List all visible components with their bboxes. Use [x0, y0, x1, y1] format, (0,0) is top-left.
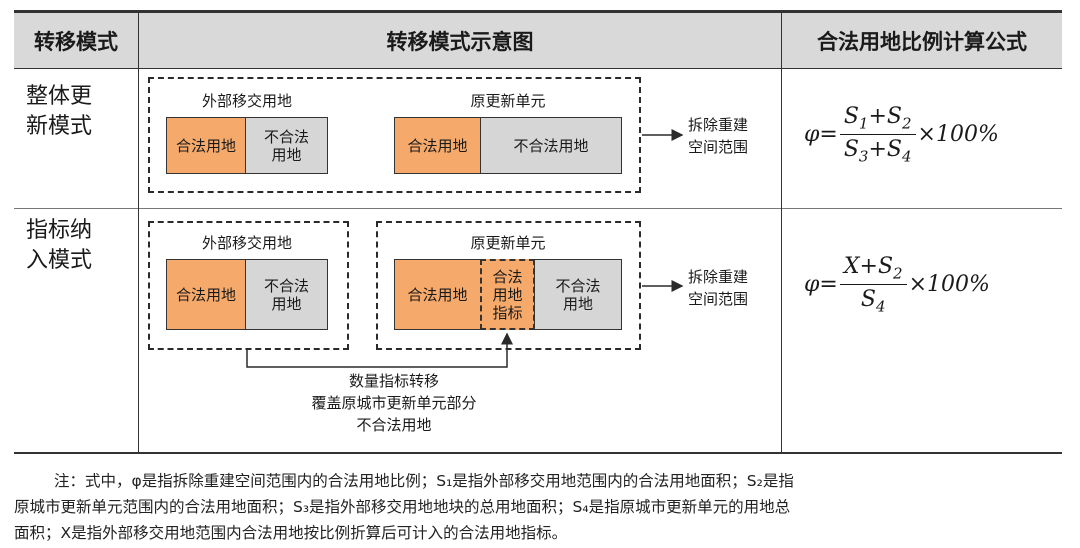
- row2-left-legal-box: 合法用地: [166, 259, 246, 330]
- row2-left-illegal-box: 不合法用地: [245, 259, 328, 330]
- footnote-line1: 注：式中，φ是指拆除重建空间范围内的合法用地比例；S₁是指外部移交用地范围内的合…: [54, 472, 794, 490]
- row1-left-legal-box: 合法用地: [166, 117, 246, 174]
- row2-right-illegal-box: 不合法用地: [534, 259, 622, 330]
- row1-left-illegal-box: 不合法用地: [245, 117, 328, 174]
- row2-mode: 指标纳 入模式: [26, 216, 126, 276]
- row2-transfer-note: 数量指标转移 覆盖原城市更新单元部分 不合法用地: [311, 372, 477, 434]
- header-mode: 转移模式: [34, 30, 118, 54]
- top-rule: [14, 10, 1062, 13]
- diagram-arrows: [246, 129, 684, 368]
- row-divider: [14, 208, 1062, 209]
- footnote-line2: 原城市更新单元范围内的合法用地面积；S₃是指外部移交用地地块的总用地面积；S₄是…: [14, 498, 791, 516]
- row2-mode-line2: 入模式: [26, 248, 93, 273]
- row2-formula: φ= X+S2 S4 ×100%: [804, 254, 990, 316]
- header-background: [14, 13, 1062, 68]
- footnote-line3: 面积；X是指外部移交用地范围内合法用地按比例折算后可计入的合法用地指标。: [14, 524, 568, 542]
- row2-right-legal-box: 合法用地: [394, 259, 481, 330]
- transfer-mode-table: 转移模式 转移模式示意图 合法用地比例计算公式 整体更 新模式 外部移交用地 合…: [14, 10, 1062, 454]
- header-formula: 合法用地比例计算公式: [817, 30, 1027, 54]
- bottom-rule: [14, 452, 1062, 454]
- row2-legal-index-box: 合法用地指标: [480, 259, 535, 330]
- row2-transfer-arrow: [246, 332, 513, 368]
- row2-right-dashed-frame: [376, 221, 641, 350]
- row1-right-illegal-box: 不合法用地: [480, 117, 622, 174]
- row2-left-dashed-frame: [148, 221, 349, 350]
- row1-right-legal-box: 合法用地: [394, 117, 481, 174]
- header-diagram: 转移模式示意图: [386, 30, 534, 54]
- row1-dashed-frame: [148, 77, 641, 193]
- row1-mode-line1: 整体更: [26, 84, 93, 109]
- col-divider-1: [138, 13, 139, 453]
- row1-left-group-label: 外部移交用地: [201, 92, 292, 110]
- row2-left-group-label: 外部移交用地: [201, 234, 292, 252]
- row1-formula: φ= S1+S2 S3+S4 ×100%: [804, 104, 999, 166]
- row1-mode-line2: 新模式: [26, 114, 93, 139]
- row2-result-label: 拆除重建空间范围: [688, 268, 749, 308]
- col-divider-2: [781, 13, 782, 453]
- header-rule: [14, 68, 1062, 69]
- row1-result-label: 拆除重建空间范围: [688, 116, 749, 156]
- row2-mode-line1: 指标纳: [26, 218, 93, 243]
- row1-right-group-label: 原更新单元: [470, 92, 546, 110]
- footnote: 注：式中，φ是指拆除重建空间范围内的合法用地比例；S₁是指外部移交用地范围内的合…: [14, 468, 1064, 546]
- row1-mode: 整体更 新模式: [26, 82, 126, 142]
- row2-right-group-label: 原更新单元: [470, 234, 546, 252]
